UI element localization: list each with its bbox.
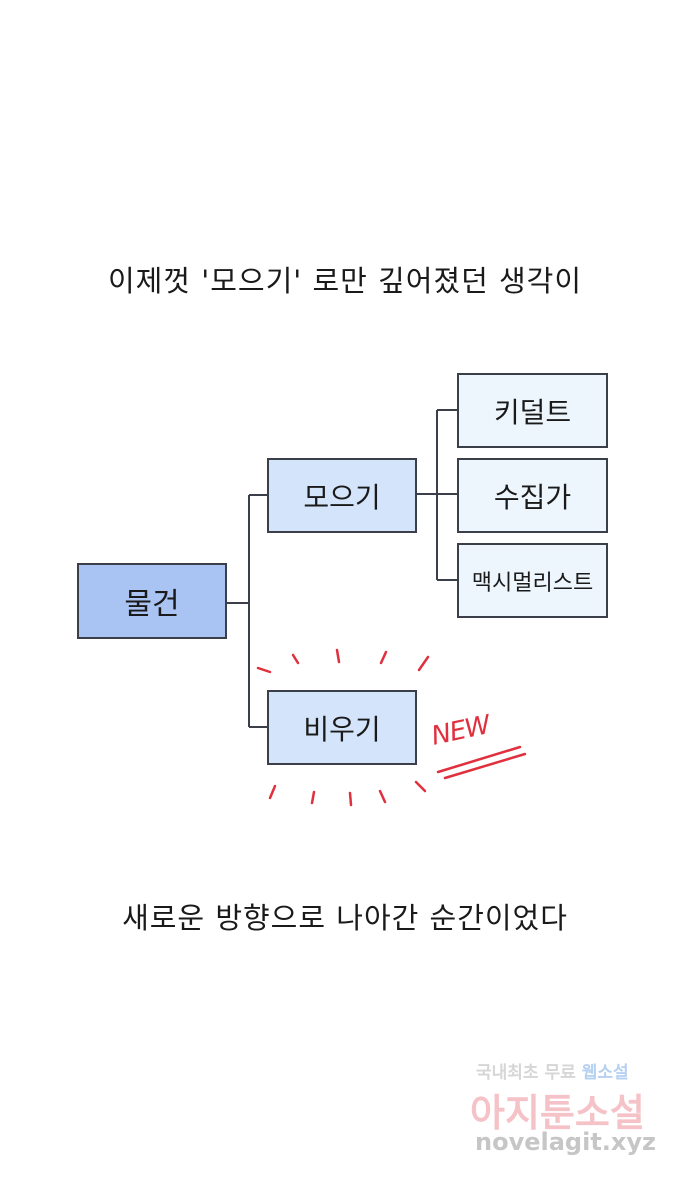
node-leaf-collector: 키덜트: [457, 373, 608, 448]
node-root-label: 물건: [124, 587, 180, 622]
node-collect-label: 모으기: [303, 480, 381, 514]
node-empty: 비우기: [267, 690, 417, 765]
emphasis-mark: [417, 655, 430, 672]
emphasis-mark: [310, 790, 316, 805]
emphasis-mark: [379, 650, 388, 665]
node-collect: 모으기: [267, 458, 417, 533]
new-underline: [443, 752, 527, 780]
caption-top: 이제껏 '모으기' 로만 깊어졌던 생각이: [107, 264, 583, 298]
watermark-line1: 국내최초 무료 웹소설: [476, 1058, 629, 1083]
watermark-url: novelagit.xyz: [475, 1128, 657, 1156]
node-leaf-label: 수집가: [493, 480, 572, 514]
watermark-line1-highlight: 웹소설: [581, 1063, 629, 1083]
caption-bottom: 새로운 방향으로 나아간 순간이었다: [122, 901, 568, 935]
emphasis-mark: [414, 780, 427, 793]
emphasis-mark: [291, 653, 300, 665]
watermark-line1-prefix: 국내최초 무료: [476, 1063, 576, 1083]
emphasis-mark: [256, 666, 272, 674]
emphasis-mark: [268, 784, 277, 800]
node-root: 물건: [77, 563, 227, 639]
emphasis-mark: [348, 791, 353, 807]
node-leaf-maximalist: 맥시멀리스트: [457, 543, 608, 618]
node-leaf-label: 맥시멀리스트: [471, 570, 594, 596]
emphasis-mark: [378, 789, 387, 804]
emphasis-mark: [335, 648, 341, 664]
node-leaf-label: 키덜트: [493, 395, 572, 429]
node-empty-label: 비우기: [303, 712, 381, 746]
new-underline: [436, 745, 522, 774]
watermark-logo: 아지툰소설: [470, 1091, 645, 1135]
node-leaf-gatherer: 수집가: [457, 458, 608, 533]
new-label: NEW: [428, 710, 493, 752]
